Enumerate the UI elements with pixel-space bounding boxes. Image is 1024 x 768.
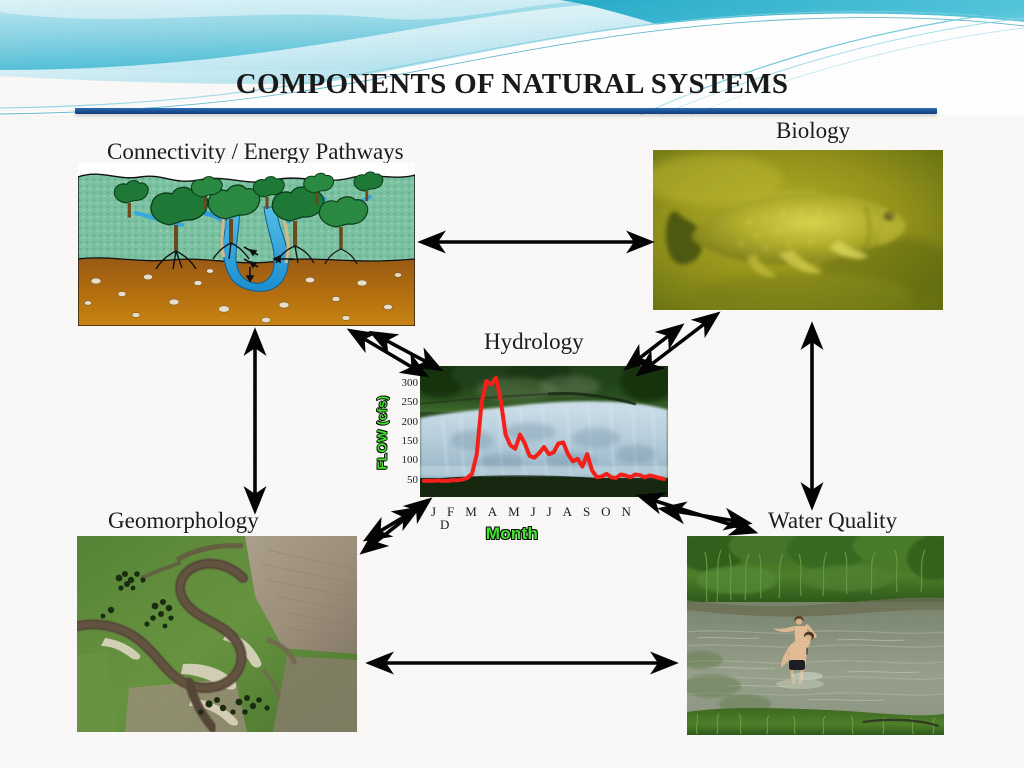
image-connectivity-energy-pathways [78,163,415,326]
chart-y-tick: 250 [401,396,419,409]
image-water-quality-stream [687,536,944,735]
chart-y-tick: 150 [401,434,419,447]
chart-y-tick: 200 [401,415,419,428]
arrow-hydrology-biology-2 [623,323,685,371]
x-axis-title-text: Month [485,524,539,543]
chart-x-tick-label-december: D [440,517,450,532]
page-title: COMPONENTS OF NATURAL SYSTEMS [235,68,789,100]
watershed-cross-section-illustration [78,163,415,326]
label-hydrology: Hydrology [484,329,584,354]
underwater-fish-photo [653,150,943,310]
y-axis-title-text: FLOW (cfs) [374,394,390,470]
chart-x-tick: J [530,504,536,519]
label-connectivity: Connectivity / Energy Pathways [107,139,404,164]
chart-y-axis-title: FLOW (cfs) [371,380,393,484]
chart-x-tick: S [582,504,591,519]
chart-x-tick: M [465,504,477,519]
chart-x-tick: N [621,504,631,519]
arrow-hydrology-connectivity [346,328,430,378]
chart-x-tick: O [601,504,611,519]
title-underline-rule [75,108,937,114]
arrow-hydrology-biology [635,311,721,377]
hydrograph-over-waterfall-photo [420,366,668,497]
chart-y-tick: 50 [407,473,418,486]
chart-x-tick: M [508,504,520,519]
arrow-hydrology-connectivity-2 [368,330,444,372]
chart-y-tick-labels: 300 250 200 150 100 50 [392,374,419,498]
label-geomorphology: Geomorphology [108,508,259,533]
chart-x-tick: A [487,504,498,519]
image-geomorphology-aerial [77,536,357,732]
chart-x-tick: F [447,504,455,519]
image-biology-fish [653,150,943,310]
hydrograph-line [422,375,666,483]
chart-x-axis-title: Month [0,524,1024,544]
chart-x-tick: J [431,504,437,519]
label-biology: Biology [776,118,851,143]
chart-x-tick: A [562,504,572,519]
label-water-quality: Water Quality [768,508,898,533]
aerial-meandering-river-photo [77,536,357,732]
arrow-hydrology-waterquality-2 [657,501,753,531]
chart-x-tick: J [546,504,552,519]
chart-y-tick: 300 [401,376,419,389]
chart-y-tick: 100 [401,454,419,467]
children-wading-in-stream-photo [687,536,944,735]
image-hydrology-waterfall-chart [420,366,668,497]
